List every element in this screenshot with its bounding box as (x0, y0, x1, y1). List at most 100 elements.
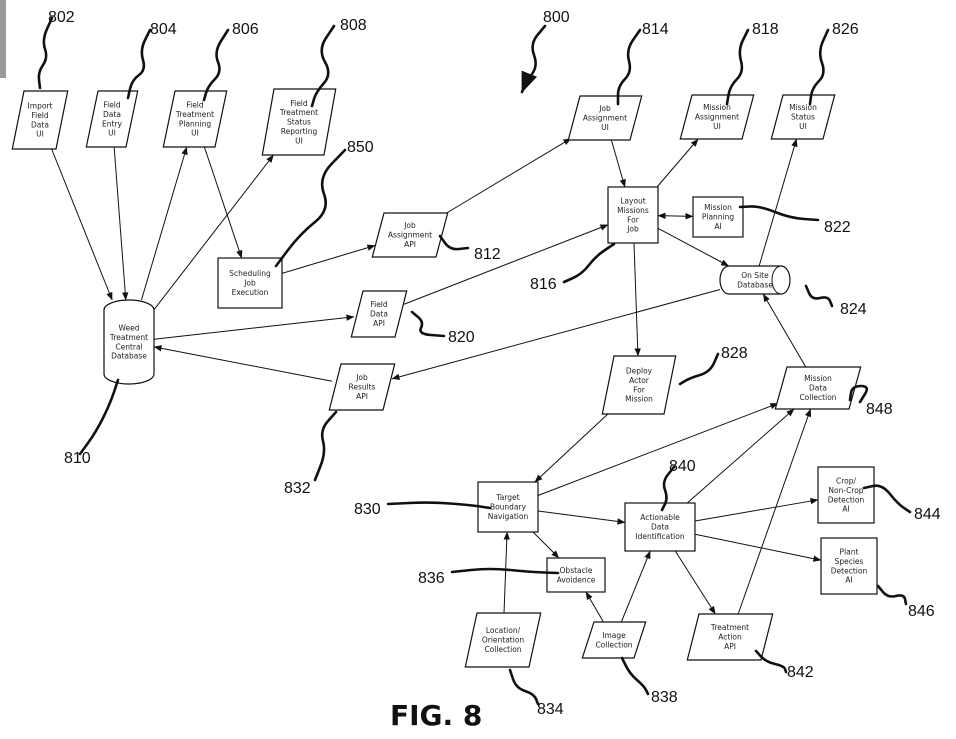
node-label: On Site (741, 271, 769, 280)
node-label: Species (835, 557, 864, 566)
reference-numeral: 814 (642, 21, 669, 38)
leader-line (678, 352, 720, 386)
page-edge-tab (0, 0, 6, 78)
process-box (820, 537, 878, 595)
node-label: Data (370, 310, 388, 319)
leader-line (616, 28, 642, 106)
parallelogram-shape (679, 94, 755, 140)
node-label: UI (799, 122, 807, 131)
node-label: Mission (789, 103, 817, 112)
node-label: Reporting (281, 127, 318, 136)
node-label: Weed (119, 324, 140, 333)
node-label: Field (370, 300, 388, 309)
node-label: Deploy (626, 367, 653, 376)
connector-n828-n830 (534, 413, 609, 483)
node-label: UI (713, 122, 721, 131)
leader-line (310, 24, 336, 108)
parallelogram-shape (567, 95, 643, 141)
connector-n810-n806 (140, 146, 188, 301)
reference-numeral: 806 (232, 21, 259, 38)
leader-line (804, 284, 834, 308)
cylinder-end-arc (771, 265, 782, 295)
node-label: Data (31, 120, 49, 129)
node-label: Treatment (710, 623, 749, 632)
node-label: Status (791, 113, 815, 122)
node-label: Results (348, 383, 375, 392)
parallelogram-shape (770, 94, 836, 140)
reference-numeral: 850 (347, 139, 374, 156)
reference-numeral: 822 (824, 219, 851, 236)
node-label: Mission (804, 374, 832, 383)
leader-line (274, 148, 347, 268)
node-label: Data (809, 384, 827, 393)
process-box (692, 196, 744, 238)
node-label: Field (290, 99, 308, 108)
leader-line (754, 649, 788, 674)
leader-line (738, 205, 820, 222)
node-label: Target (495, 493, 519, 502)
connector-n816-n822 (657, 212, 694, 220)
node-label: Entry (102, 119, 123, 128)
node-label: UI (295, 136, 303, 145)
node-label: Location/ (486, 626, 521, 635)
connector-n802-n810 (51, 148, 113, 301)
reference-numeral: 802 (48, 9, 75, 26)
node-label: Navigation (488, 512, 529, 521)
node-label: Job (626, 225, 639, 234)
connector-n840-n842 (674, 550, 716, 615)
node-label: Planning (702, 213, 735, 222)
node-label: UI (191, 129, 199, 138)
node-label: Treatment (175, 110, 214, 119)
node-label: Database (111, 352, 147, 361)
connector-n832-n810 (153, 345, 333, 382)
parallelogram-shape (350, 290, 408, 338)
node-label: Data (651, 523, 669, 532)
reference-numeral: 808 (340, 17, 367, 34)
node-label: Avoidence (557, 575, 596, 584)
parallelogram-shape (371, 212, 449, 258)
parallelogram-shape (261, 88, 337, 156)
database-cylinder (103, 299, 155, 385)
connector-n824-n832 (391, 289, 721, 380)
node-label: Treatment (109, 333, 148, 342)
node-label: Actor (629, 376, 650, 385)
node-label: Field (186, 101, 204, 110)
connector-n830-n848 (537, 402, 779, 496)
parallelogram-shape (85, 90, 139, 148)
node-label: Job (243, 279, 256, 288)
reference-numeral: 840 (669, 458, 696, 475)
node-label: Scheduling (229, 269, 271, 278)
node-label: AI (842, 505, 849, 514)
connector-n816-n824 (657, 227, 730, 267)
node-label: Job (355, 373, 368, 382)
leader-line (848, 384, 869, 404)
process-box (217, 257, 283, 309)
node-label: Central (115, 342, 142, 351)
process-box (546, 557, 606, 593)
reference-numeral: 820 (448, 329, 475, 346)
node-label: API (724, 642, 736, 651)
node-label: UI (108, 129, 116, 138)
connector-n824-n826 (758, 138, 798, 267)
parallelogram-shape (581, 621, 647, 659)
leader-line (410, 310, 446, 338)
reference-numeral: 848 (866, 401, 893, 418)
parallelogram-shape (601, 355, 677, 415)
node-label: Job (403, 221, 416, 230)
reference-numeral: 832 (284, 480, 311, 497)
parallelogram-shape (11, 90, 69, 150)
node-label: Non-Crop (828, 486, 863, 495)
